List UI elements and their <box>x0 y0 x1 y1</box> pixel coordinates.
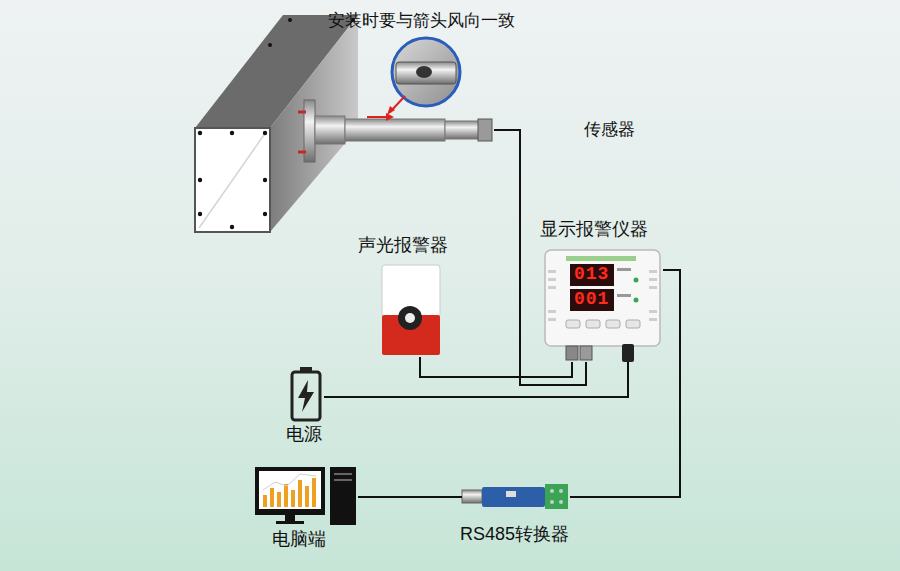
display-reading: 013 <box>574 264 609 286</box>
display-instrument <box>545 250 660 362</box>
node-label: 显示报警仪器 <box>540 219 648 241</box>
battery-icon <box>292 367 320 420</box>
power-node: 电源 <box>290 366 324 422</box>
cable <box>494 130 586 385</box>
converter-node: RS485转换器 <box>462 483 570 510</box>
air-duct <box>195 15 358 232</box>
display-reading: 001 <box>574 289 609 311</box>
cable <box>570 270 680 497</box>
alarm-node: 声光报警器 <box>380 262 442 357</box>
cable <box>358 497 462 498</box>
node-label: 传感器 <box>584 120 635 140</box>
node-label: 电源 <box>286 424 322 446</box>
cable-line <box>420 357 572 377</box>
sensor-probe <box>298 100 492 162</box>
node-label: 声光报警器 <box>358 235 448 257</box>
node-label: RS485转换器 <box>460 524 569 546</box>
cable-line <box>358 496 462 498</box>
sensor-node: 传感器 <box>300 98 494 162</box>
computer-node: 电脑端 <box>253 465 358 525</box>
rs485-converter <box>462 484 568 509</box>
cable <box>420 357 572 377</box>
computer-icon <box>255 467 356 525</box>
cable-line <box>570 270 680 497</box>
sound-light-alarm <box>382 265 440 355</box>
cable <box>324 362 628 397</box>
install-note: 安装时要与箭头风向一致 <box>328 11 515 31</box>
inset-photo <box>387 38 460 115</box>
cable-line <box>494 130 586 385</box>
node-label: 电脑端 <box>272 529 326 551</box>
cable-line <box>324 362 628 397</box>
